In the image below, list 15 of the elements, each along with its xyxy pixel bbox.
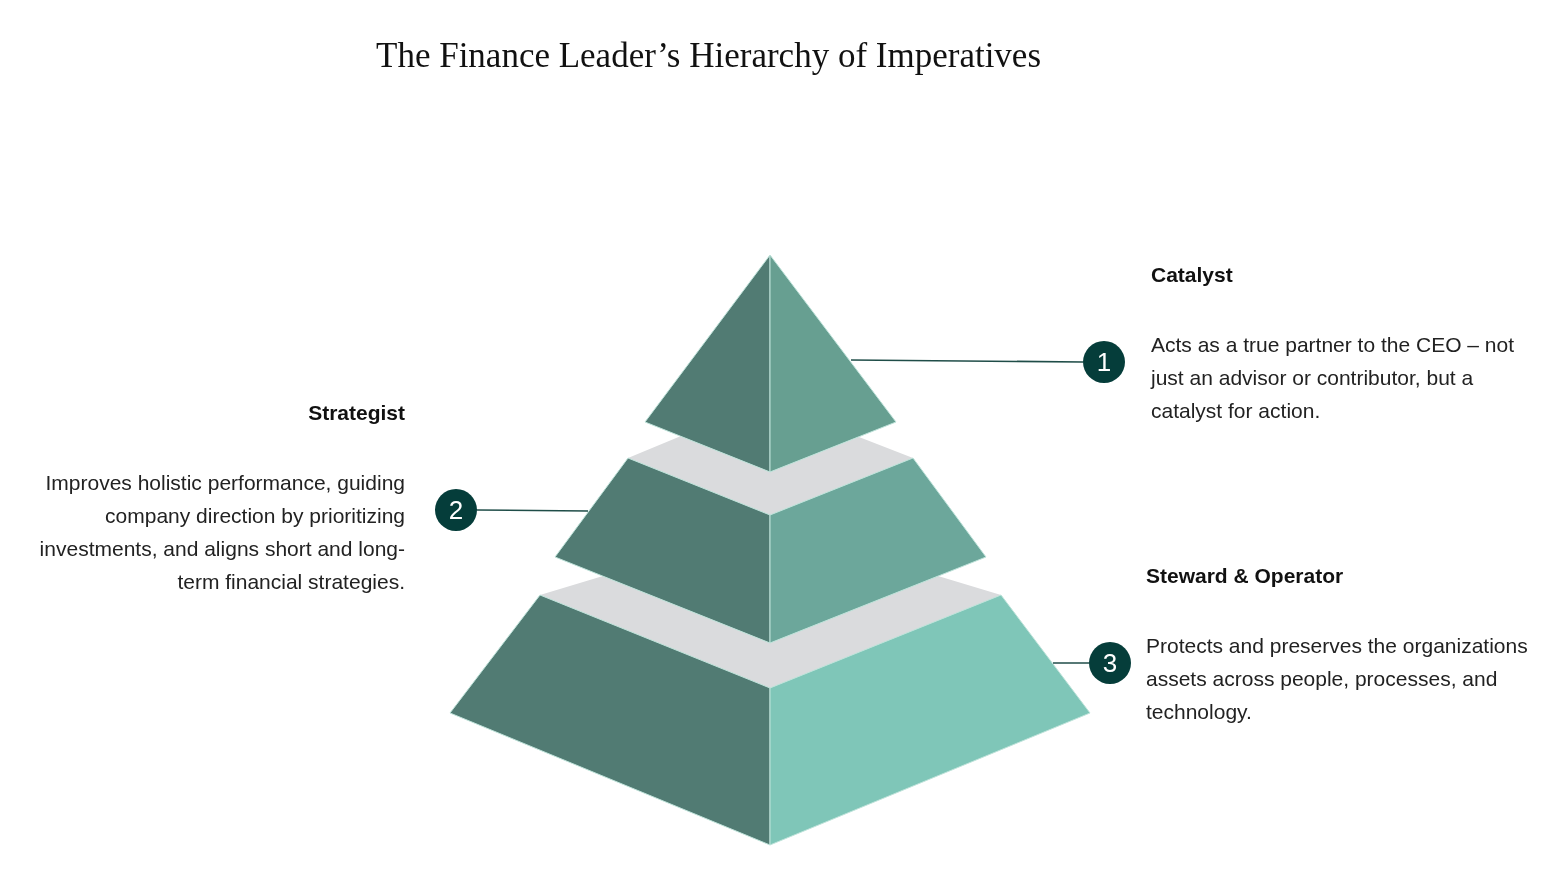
callout-number: 3: [1089, 642, 1131, 684]
pyramid-tier: [552, 434, 989, 646]
role-description: Protects and preserves the organizations assets across people, processes, and technology.: [1146, 633, 1529, 725]
leader-line: [1052, 662, 1090, 664]
leader-line: [476, 509, 589, 512]
leader-line: [850, 359, 1084, 363]
diagram-title: The Finance Leader’s Hierarchy of Imperatives: [376, 36, 1042, 76]
role-heading: Steward & Operator: [1146, 564, 1345, 588]
pyramid-tier: [447, 573, 1093, 848]
role-description: Acts as a true partner to the CEO – not just an advisor or contributor, but a catalyst for action.: [1151, 332, 1516, 424]
role-description: Improves holistic performance, guiding company direction by prioritizing investments, and aligns short and long-term financial strategies.: [38, 470, 405, 595]
role-heading: Catalyst: [1151, 263, 1234, 287]
callout-number: 1: [1083, 341, 1125, 383]
callout-number: 2: [435, 489, 477, 531]
role-heading: Strategist: [307, 401, 405, 425]
